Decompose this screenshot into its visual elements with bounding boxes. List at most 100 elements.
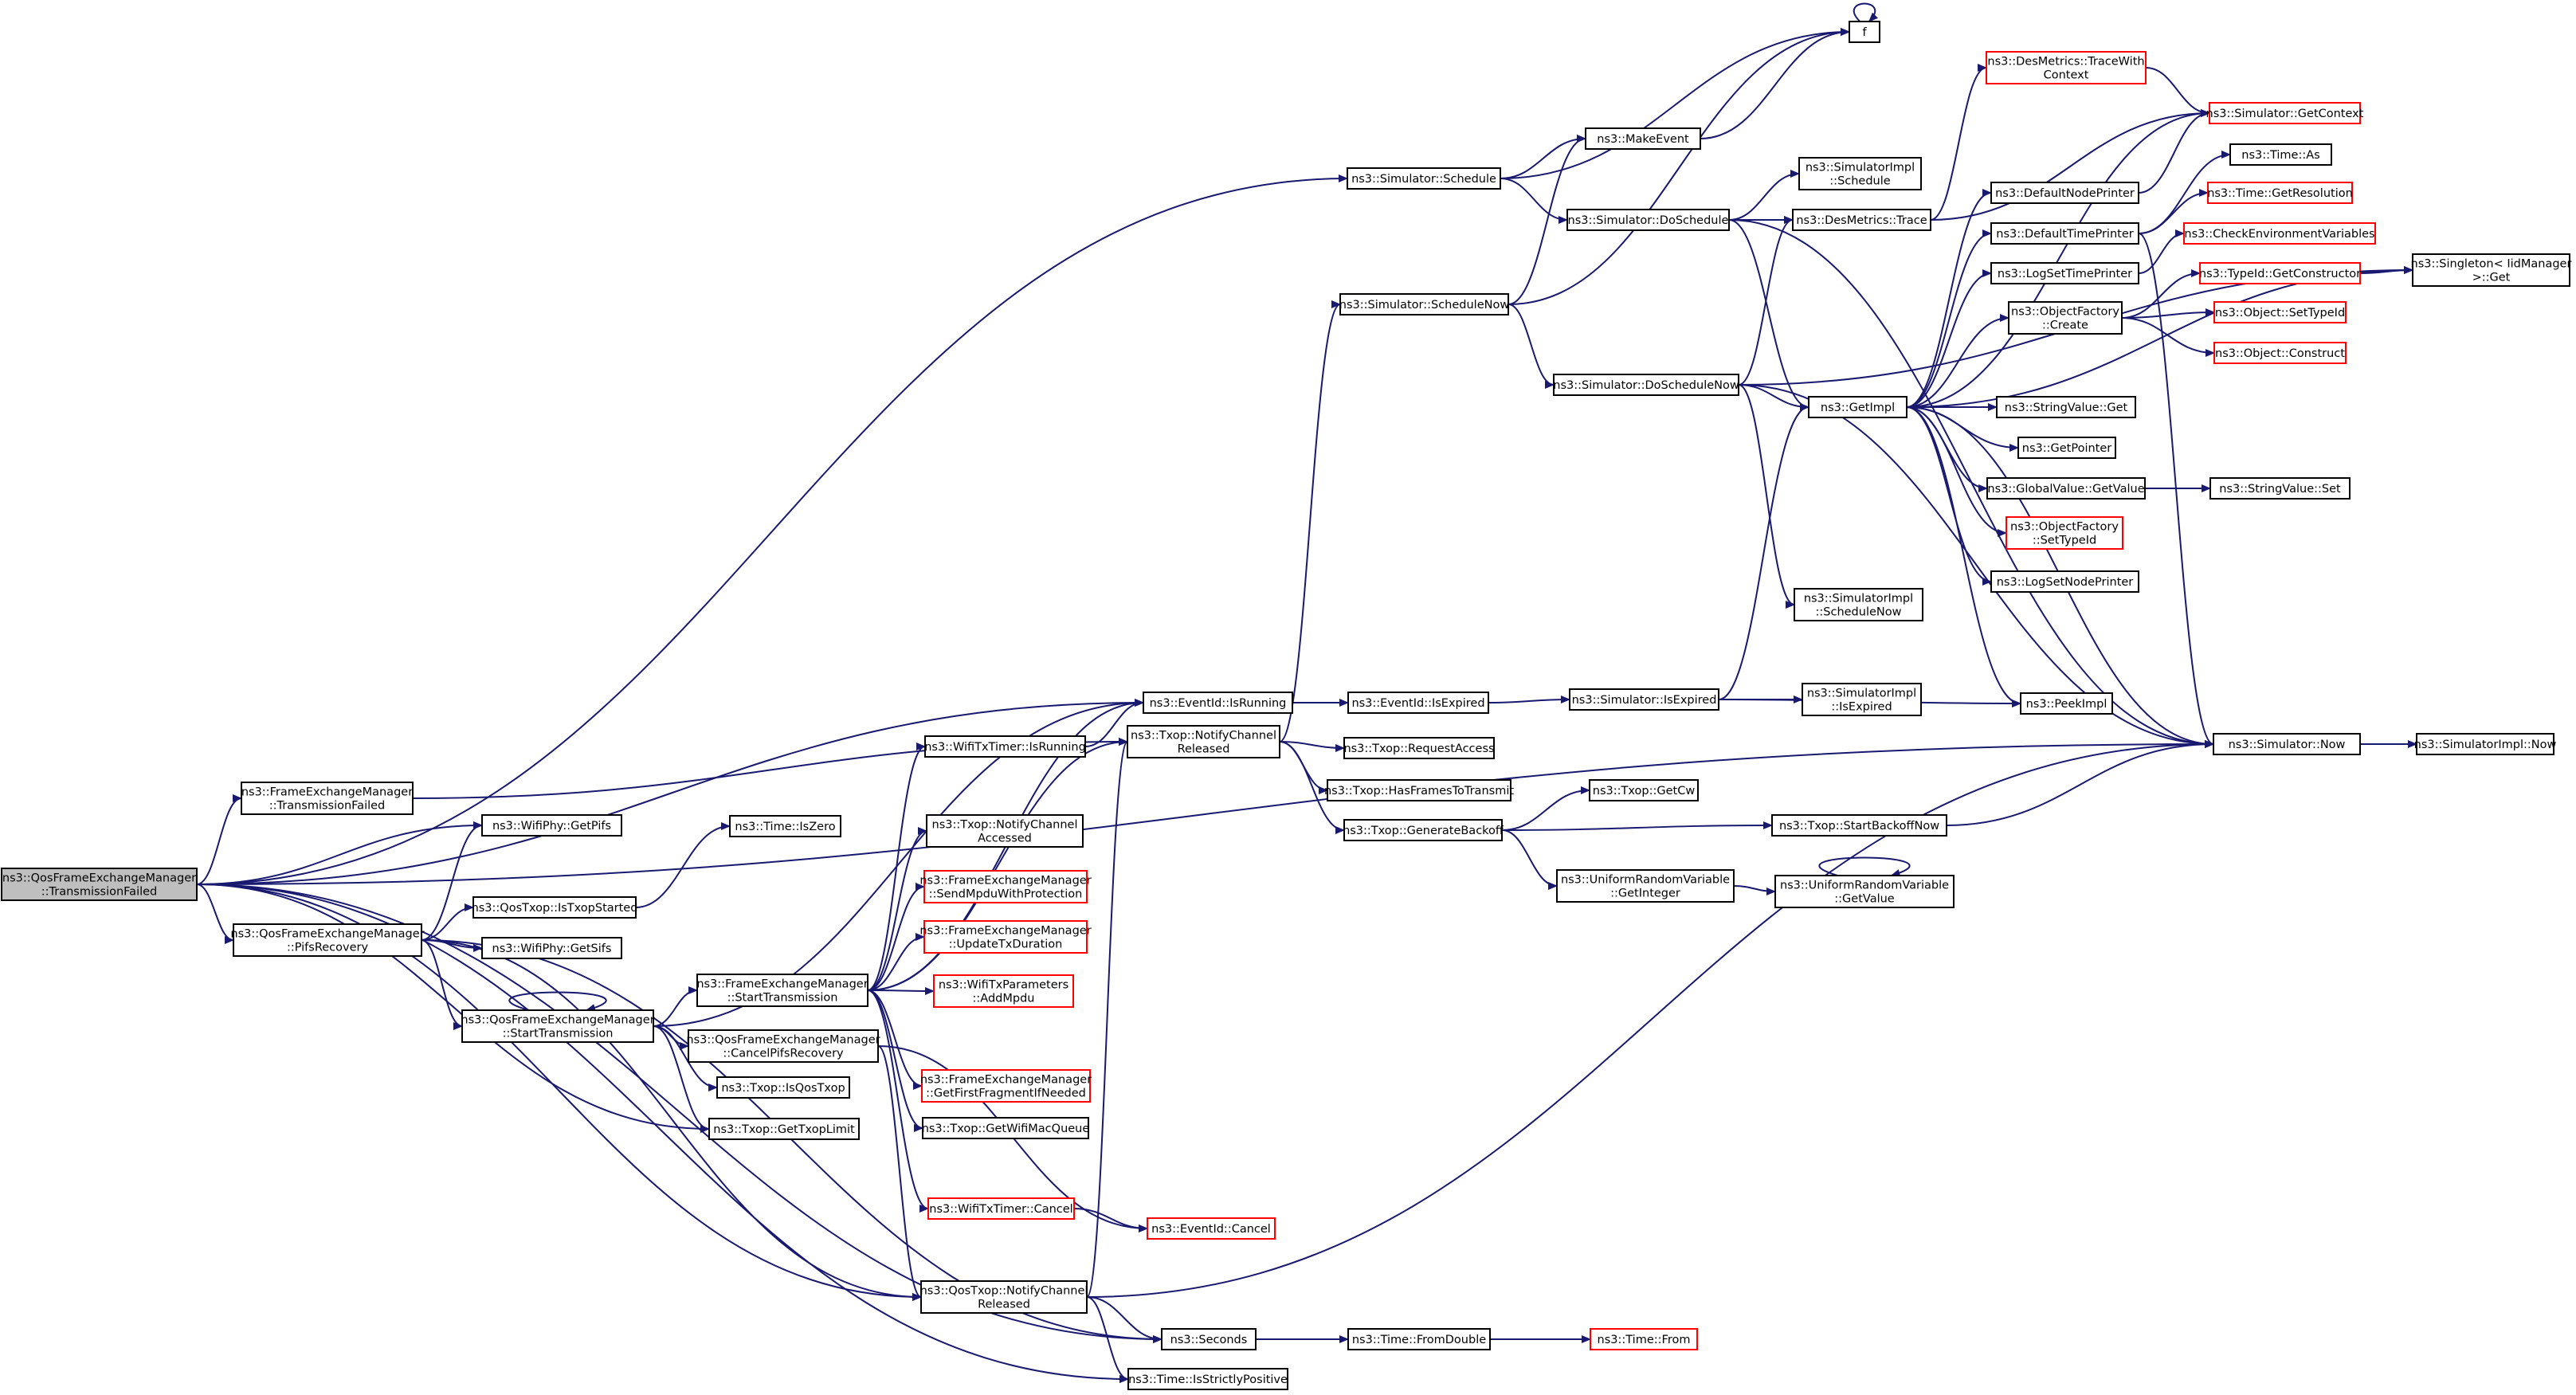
graph-node-seconds[interactable]: ns3::Seconds bbox=[1161, 1328, 1257, 1350]
graph-node-time-isstrictlypositive[interactable]: ns3::Time::IsStrictlyPositive bbox=[1127, 1368, 1288, 1390]
graph-node-checkenv[interactable]: ns3::CheckEnvironmentVariables bbox=[2183, 222, 2376, 245]
node-label: ::GetInteger bbox=[1610, 888, 1680, 900]
graph-node-txop-startbackoff[interactable]: ns3::Txop::StartBackoffNow bbox=[1771, 814, 1947, 837]
graph-node-fem-sendmpdu[interactable]: ns3::FrameExchangeManager::SendMpduWithP… bbox=[919, 870, 1092, 903]
graph-node-getimpl[interactable]: ns3::GetImpl bbox=[1808, 396, 1907, 418]
node-label: ns3::DefaultTimePrinter bbox=[1996, 228, 2133, 241]
graph-node-logsetnodeprinter[interactable]: ns3::LogSetNodePrinter bbox=[1990, 570, 2139, 593]
graph-node-sim-schedule[interactable]: ns3::Simulator::Schedule bbox=[1347, 167, 1501, 190]
call-edge bbox=[1728, 219, 1809, 411]
graph-node-txop-genbackoff[interactable]: ns3::Txop::GenerateBackoff bbox=[1343, 819, 1504, 841]
node-label: ns3::Txop::GenerateBackoff bbox=[1343, 825, 1504, 837]
graph-node-txop-hasframes[interactable]: ns3::Txop::HasFramesToTransmit bbox=[1324, 779, 1514, 801]
graph-node-sim-doschedule[interactable]: ns3::Simulator::DoSchedule bbox=[1566, 209, 1730, 231]
graph-node-stringvalue-get[interactable]: ns3::StringValue::Get bbox=[1996, 396, 2136, 418]
graph-node-wifiphy-getpifs[interactable]: ns3::WifiPhy::GetPifs bbox=[481, 814, 622, 837]
node-label: ns3::DefaultNodePrinter bbox=[1995, 187, 2135, 200]
graph-node-txop-getwifimacqueue[interactable]: ns3::Txop::GetWifiMacQueue bbox=[922, 1117, 1090, 1139]
node-label: ns3::WifiTxTimer::Cancel bbox=[929, 1203, 1072, 1216]
call-edge bbox=[867, 989, 929, 1213]
graph-node-sim-now[interactable]: ns3::Simulator::Now bbox=[2213, 733, 2361, 755]
node-label: ::ScheduleNow bbox=[1816, 606, 1902, 619]
call-edge bbox=[1279, 741, 1345, 752]
graph-node-qostxop-istxopstarted[interactable]: ns3::QosTxop::IsTxopStarted bbox=[472, 896, 638, 919]
graph-node-txop-isqostxop[interactable]: ns3::Txop::IsQosTxop bbox=[716, 1076, 850, 1099]
node-box bbox=[1127, 725, 1280, 758]
node-label: ns3::UniformRandomVariable bbox=[1780, 880, 1949, 892]
graph-node-fem-getfirstfrag[interactable]: ns3::FrameExchangeManager::GetFirstFragm… bbox=[920, 1069, 1092, 1103]
graph-node-txop-requestaccess[interactable]: ns3::Txop::RequestAccess bbox=[1343, 737, 1495, 759]
graph-node-desmetrics-trace[interactable]: ns3::DesMetrics::Trace bbox=[1792, 209, 1931, 231]
node-box bbox=[481, 937, 622, 959]
graph-node-fem-tf[interactable]: ns3::FrameExchangeManager::TransmissionF… bbox=[241, 782, 414, 815]
graph-node-wifitxtimer-isrunning[interactable]: ns3::WifiTxTimer::IsRunning bbox=[924, 735, 1086, 758]
graph-node-eventid-isrunning[interactable]: ns3::EventId::IsRunning bbox=[1143, 692, 1293, 714]
call-edge bbox=[1738, 384, 1795, 609]
graph-node-time-fromdouble[interactable]: ns3::Time::FromDouble bbox=[1347, 1328, 1491, 1350]
graph-node-qfem-st[interactable]: ns3::QosFrameExchangeManager::StartTrans… bbox=[461, 1009, 655, 1043]
graph-node-getpointer[interactable]: ns3::GetPointer bbox=[2017, 437, 2116, 459]
node-box bbox=[2213, 342, 2347, 364]
call-edge bbox=[1500, 135, 1586, 179]
node-box bbox=[708, 1118, 860, 1140]
node-label: ns3::QosFrameExchangeManager bbox=[686, 1034, 880, 1047]
graph-node-wtp-addmpdu[interactable]: ns3::WifiTxParameters::AddMpdu bbox=[933, 974, 1074, 1008]
call-edge bbox=[1508, 304, 1555, 389]
graph-node-sim-isexpired[interactable]: ns3::Simulator::IsExpired bbox=[1569, 688, 1719, 711]
graph-node-simimpl-isexpired[interactable]: ns3::SimulatorImpl::IsExpired bbox=[1802, 683, 1922, 716]
graph-node-qfem-cancelpifs[interactable]: ns3::QosFrameExchangeManager::CancelPifs… bbox=[686, 1029, 880, 1063]
graph-node-time-iszero[interactable]: ns3::Time::IsZero bbox=[729, 815, 841, 837]
node-label: ns3::StringValue::Get bbox=[2005, 402, 2128, 414]
graph-node-objectfactory-create[interactable]: ns3::ObjectFactory::Create bbox=[2008, 301, 2123, 335]
graph-node-object-settypeid[interactable]: ns3::Object::SetTypeId bbox=[2213, 301, 2347, 323]
graph-node-eventid-cancel[interactable]: ns3::EventId::Cancel bbox=[1147, 1217, 1276, 1240]
graph-node-sim-doschedulenow[interactable]: ns3::Simulator::DoScheduleNow bbox=[1553, 374, 1739, 396]
graph-node-root[interactable]: ns3::QosFrameExchangeManager::Transmissi… bbox=[1, 868, 198, 901]
graph-node-singleton-get[interactable]: ns3::Singleton< IidManager >::Get bbox=[2411, 253, 2572, 287]
node-box bbox=[926, 814, 1084, 848]
node-label: ns3::QosFrameExchangeManager bbox=[461, 1014, 654, 1027]
graph-node-simimpl-now[interactable]: ns3::SimulatorImpl::Now bbox=[2414, 733, 2557, 755]
graph-node-sim-schedulenow[interactable]: ns3::Simulator::ScheduleNow bbox=[1339, 293, 1510, 315]
graph-node-urv-getint[interactable]: ns3::UniformRandomVariable::GetInteger bbox=[1556, 869, 1735, 903]
graph-node-sim-getcontext[interactable]: ns3::Simulator::GetContext bbox=[2206, 102, 2364, 124]
graph-node-time-getres[interactable]: ns3::Time::GetResolution bbox=[2207, 182, 2353, 204]
graph-node-simimpl-schedule[interactable]: ns3::SimulatorImpl::Schedule bbox=[1798, 157, 1922, 190]
graph-node-txop-getcw[interactable]: ns3::Txop::GetCw bbox=[1589, 779, 1699, 801]
graph-node-time-from[interactable]: ns3::Time::From bbox=[1590, 1328, 1698, 1350]
graph-node-makeevent[interactable]: ns3::MakeEvent bbox=[1585, 127, 1701, 150]
graph-node-fem-updatetx[interactable]: ns3::FrameExchangeManager::UpdateTxDurat… bbox=[919, 920, 1092, 954]
graph-node-f[interactable]: f bbox=[1849, 21, 1880, 43]
call-edge bbox=[1086, 1296, 1163, 1343]
call-edge bbox=[1500, 178, 1568, 224]
graph-node-urv-getval[interactable]: ns3::UniformRandomVariable::GetValue bbox=[1774, 875, 1955, 908]
graph-node-typeid-getctor[interactable]: ns3::TypeId::GetConstructor bbox=[2199, 262, 2361, 284]
graph-node-time-as[interactable]: ns3::Time::As bbox=[2229, 143, 2332, 166]
graph-node-fem-st[interactable]: ns3::FrameExchangeManager::StartTransmis… bbox=[696, 974, 868, 1007]
graph-node-defaultnodeprinter[interactable]: ns3::DefaultNodePrinter bbox=[1990, 182, 2139, 204]
graph-node-txop-gettxoplimit[interactable]: ns3::Txop::GetTxopLimit bbox=[708, 1118, 860, 1140]
graph-node-peekimpl[interactable]: ns3::PeekImpl bbox=[2020, 692, 2113, 715]
graph-node-globalvalue-getvalue[interactable]: ns3::GlobalValue::GetValue bbox=[1986, 477, 2146, 500]
graph-node-wifitxtimer-cancel[interactable]: ns3::WifiTxTimer::Cancel bbox=[927, 1197, 1075, 1220]
graph-node-logsettimeprinter[interactable]: ns3::LogSetTimePrinter bbox=[1990, 262, 2139, 284]
graph-node-object-construct[interactable]: ns3::Object::Construct bbox=[2213, 342, 2347, 364]
call-edge bbox=[1084, 699, 1144, 747]
graph-node-qfem-pifs[interactable]: ns3::QosFrameExchangeManager::PifsRecove… bbox=[230, 923, 425, 957]
call-edge bbox=[1508, 28, 1850, 305]
node-box bbox=[1585, 127, 1701, 150]
node-box bbox=[1347, 167, 1501, 190]
graph-node-eventid-isexpired[interactable]: ns3::EventId::IsExpired bbox=[1347, 692, 1489, 714]
graph-node-wifiphy-getsifs[interactable]: ns3::WifiPhy::GetSifs bbox=[481, 937, 622, 959]
call-edge bbox=[196, 884, 922, 1301]
graph-node-stringvalue-set[interactable]: ns3::StringValue::Set bbox=[2209, 477, 2351, 500]
node-box bbox=[716, 1076, 850, 1099]
graph-node-simimpl-schedulenow[interactable]: ns3::SimulatorImpl::ScheduleNow bbox=[1794, 588, 1923, 621]
graph-node-defaulttimeprinter[interactable]: ns3::DefaultTimePrinter bbox=[1990, 222, 2139, 245]
graph-node-objectfactory-settypeid[interactable]: ns3::ObjectFactory::SetTypeId bbox=[2006, 516, 2123, 550]
node-box bbox=[2207, 182, 2353, 204]
